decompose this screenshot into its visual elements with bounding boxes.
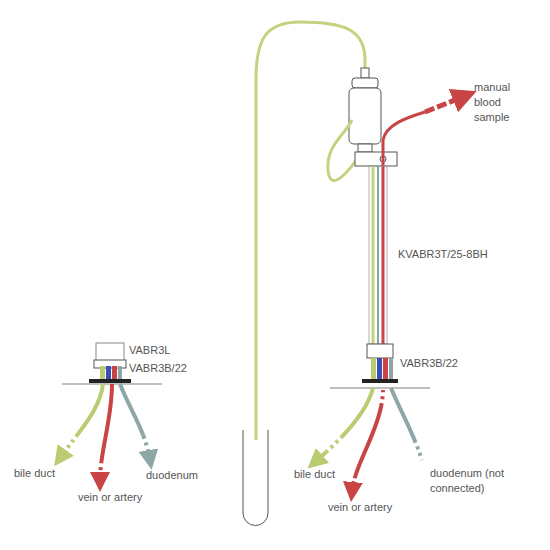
tube-label: duodenum [146, 468, 198, 483]
sample-line [383, 112, 425, 140]
vessel-tube [100, 384, 112, 482]
tube-clip [355, 152, 397, 166]
grey-channel [389, 358, 393, 380]
tube-label: manual blood sample [474, 80, 522, 125]
skin-line [330, 387, 430, 389]
part-name: VABR3L [129, 343, 170, 358]
red-channel [383, 358, 388, 380]
port-collar [367, 344, 393, 358]
sample-outlet [425, 96, 465, 112]
red-channel [112, 366, 117, 380]
tube-label: bile duct [294, 467, 335, 482]
tube-label: vein or artery [328, 500, 392, 515]
green-channel [371, 358, 376, 380]
bundle-red [382, 140, 385, 344]
swivel-body [349, 88, 381, 144]
part-name: VABR3B/22 [400, 356, 458, 371]
tube-label: duodenum (not connected) [430, 466, 520, 496]
part-name: VABR3B/22 [129, 361, 187, 376]
grey-channel [118, 366, 122, 380]
green-loop [328, 120, 362, 181]
bundle-grey [377, 166, 379, 344]
tube-label: vein or artery [78, 490, 142, 505]
base-plate [362, 379, 398, 383]
blue-channel [106, 366, 111, 380]
vessel-tube [352, 390, 383, 492]
green-channel [100, 366, 105, 380]
duodenum-tube [391, 388, 422, 460]
part-name: KVABR3T/25-8BH [398, 247, 488, 262]
connector-cap [352, 78, 378, 88]
tether-sheath [369, 166, 387, 344]
base-plate [89, 379, 131, 383]
test-tube [243, 430, 268, 526]
bile-duct-tube [60, 384, 103, 458]
bundle-green [372, 166, 375, 344]
connector-tip [361, 68, 369, 78]
duodenum-tube [120, 384, 150, 460]
bile-collection-line [256, 22, 365, 430]
swivel-neck [358, 144, 372, 152]
drip [255, 430, 258, 440]
right-assembly [243, 22, 465, 526]
blue-channel [377, 358, 382, 380]
tube-label: bile duct [14, 466, 55, 481]
